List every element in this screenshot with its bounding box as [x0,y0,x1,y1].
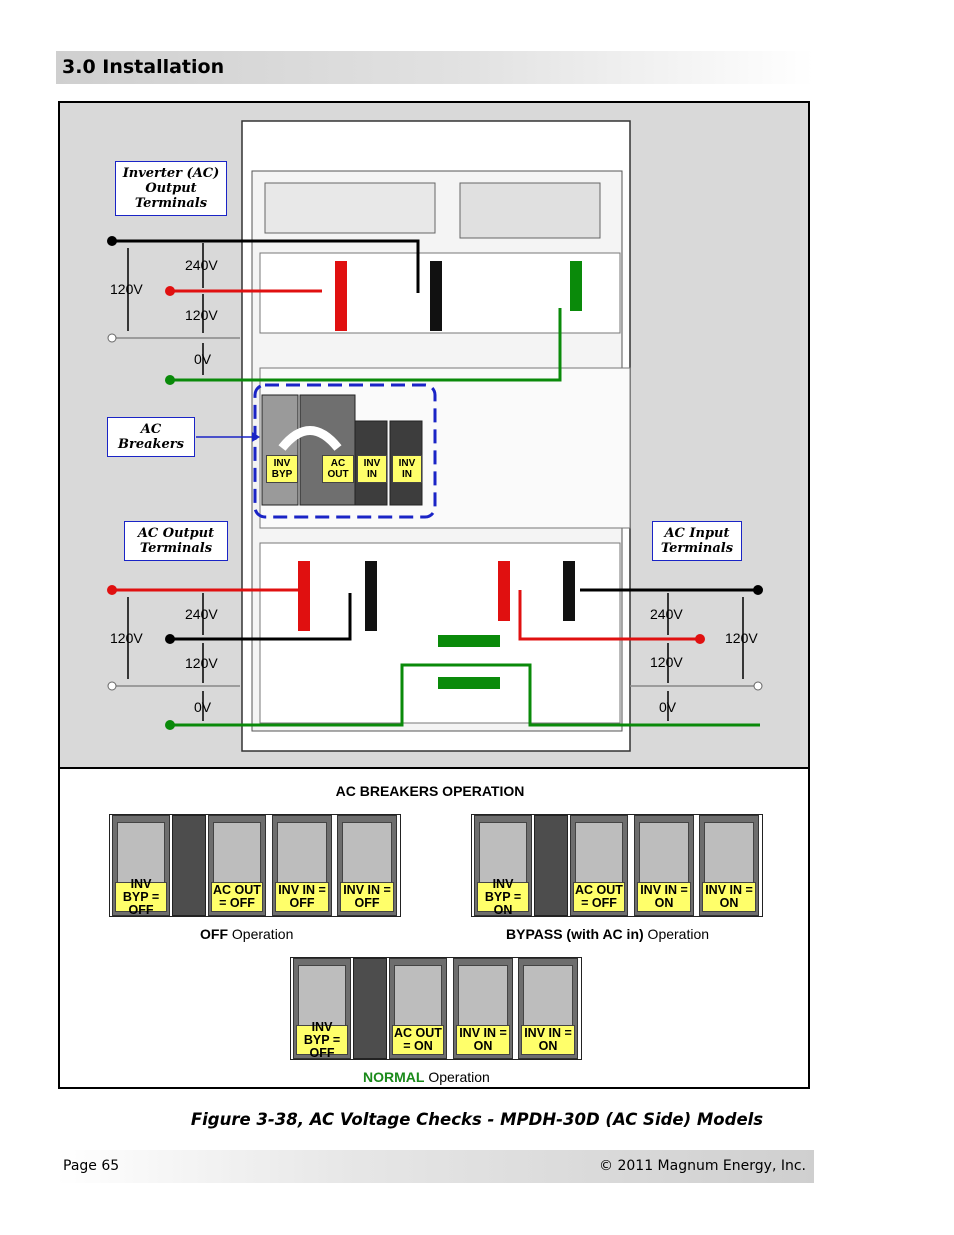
caption-off: OFF Operation [200,926,294,942]
breaker-inv-in-1: INV IN = ON [453,958,513,1059]
wiring-diagram-area: Inverter (AC) Output Terminals AC Breake… [60,103,808,769]
tag-inv-in-2: INV IN = OFF [340,882,394,912]
label-120v-top-left: 120V [110,281,143,297]
probe-black-top [107,236,117,246]
breaker-inv-in-2: INV IN = OFF [337,815,397,916]
tag-inv-in-1: INV IN = ON [637,882,691,912]
probe-reference-right [753,681,763,691]
breaker-inv-in-1: INV IN = ON [634,815,694,916]
probe-red-left [107,585,117,595]
copyright: © 2011 Magnum Energy, Inc. [599,1158,806,1174]
tag-inv-in-2: INV IN = ON [521,1025,575,1055]
breaker-interlock [278,426,342,451]
probe-red-right [695,634,705,644]
breakers-outline [253,383,437,519]
tag-ac-out: AC OUT = OFF [573,882,625,912]
page-footer: Page 65 © 2011 Magnum Energy, Inc. [56,1150,814,1183]
figure-caption: Figure 3-38, AC Voltage Checks - MPDH-30… [190,1110,764,1129]
caption-bypass: BYPASS (with AC in) Operation [506,926,710,942]
probe-red-top [165,286,175,296]
callout-arrowhead-breakers [252,432,260,442]
page-number: Page 65 [63,1158,120,1174]
figure-frame: Inverter (AC) Output Terminals AC Breake… [58,101,810,1089]
label-120v-bottom-right: 120V [725,630,758,646]
tag-inv-byp: INV BYP = OFF [115,877,167,916]
interlock-plate [172,815,206,916]
tag-inv-in-1: INV IN = ON [456,1025,510,1055]
breaker-label-inv-in-2: INV IN [392,455,422,483]
breaker-label-ac-out: AC OUT [322,455,354,483]
wire-black-inverter-out [112,239,420,293]
breaker-inv-in-2: INV IN = ON [699,815,759,916]
tag-ac-out: AC OUT = ON [392,1025,444,1055]
tag-inv-in-1: INV IN = OFF [275,882,329,912]
breaker-ac-out [299,394,356,506]
callout-ac-output: AC Output Terminals [124,521,228,561]
panel-normal-operation: INV BYP = OFF AC OUT = ON INV IN = ON IN… [290,957,582,1060]
wire-black-ac-out [170,593,352,641]
lower-ground-busbar-2 [438,677,500,689]
section-header: 3.0 Installation [56,51,814,84]
terminal-block [459,182,601,239]
label-0v-top: 0V [194,351,212,367]
tag-inv-in-2: INV IN = ON [702,882,756,912]
breaker-inv-byp [261,394,299,506]
label-0v-bottom-left: 0V [194,699,212,715]
breaker-inv-byp: INV BYP = ON [474,815,532,916]
tag-inv-byp: INV BYP = OFF [296,1020,348,1059]
breaker-label-inv-in-1: INV IN [357,455,387,483]
breaker-label-inv-byp: INV BYP [266,455,298,483]
probe-reference-top [107,333,117,343]
label-240v-bottom-right: 240V [650,606,683,622]
wiring-diagram [107,120,763,752]
probe-green-left [165,720,175,730]
callout-ac-breakers: AC Breakers [107,417,195,457]
label-120v-top-mid: 120V [185,307,218,323]
probe-reference-left [107,681,117,691]
breaker-ac-out: AC OUT = OFF [208,815,266,916]
ac-in-busbar-2 [563,561,575,621]
interlock-plate [353,958,387,1059]
section-title: 3.0 Installation [62,56,225,78]
label-240v-bottom-left: 240V [185,606,218,622]
interlock-plate [534,815,568,916]
ac-in-busbar-1 [498,561,510,621]
callout-ac-input: AC Input Terminals [652,521,742,561]
breaker-ac-out: AC OUT = ON [389,958,447,1059]
ac-out-busbar-1 [298,561,310,631]
breaker-inv-in-1: INV IN = OFF [272,815,332,916]
probe-black-left [165,634,175,644]
inv-out-busbar-2 [430,261,442,331]
label-120v-bottom-mid-left: 120V [185,655,218,671]
label-120v-bottom-mid-right: 120V [650,654,683,670]
breaker-ac-out: AC OUT = OFF [570,815,628,916]
panel-bypass-operation: INV BYP = ON AC OUT = OFF INV IN = ON IN… [471,814,763,917]
lower-busbar-area [259,542,621,724]
callout-inverter-output: Inverter (AC) Output Terminals [115,161,227,216]
inv-out-busbar-1 [335,261,347,331]
probe-black-right [753,585,763,595]
breaker-inv-byp: INV BYP = OFF [112,815,170,916]
dimension-arrows-bottom [127,593,744,721]
probe-green-top [165,375,175,385]
wire-green-top [170,308,562,382]
breaker-inv-in-2: INV IN = ON [518,958,578,1059]
wire-green-bottom [170,663,760,727]
upper-ground-busbar [570,261,582,311]
upper-bracket [264,182,436,234]
wire-red-ac-in [518,590,700,641]
tag-ac-out: AC OUT = OFF [211,882,263,912]
caption-normal: NORMAL Operation [363,1069,490,1085]
tag-inv-byp: INV BYP = ON [477,877,529,916]
breaker-inv-byp: INV BYP = OFF [293,958,351,1059]
ac-out-busbar-2 [365,561,377,631]
label-240v-top: 240V [185,257,218,273]
operations-title: AC BREAKERS OPERATION [335,783,525,799]
lower-ground-busbar-1 [438,635,500,647]
label-0v-bottom-right: 0V [659,699,677,715]
panel-off-operation: INV BYP = OFF AC OUT = OFF INV IN = OFF … [109,814,401,917]
label-120v-bottom-left: 120V [110,630,143,646]
dimension-arrows-top [127,243,204,375]
